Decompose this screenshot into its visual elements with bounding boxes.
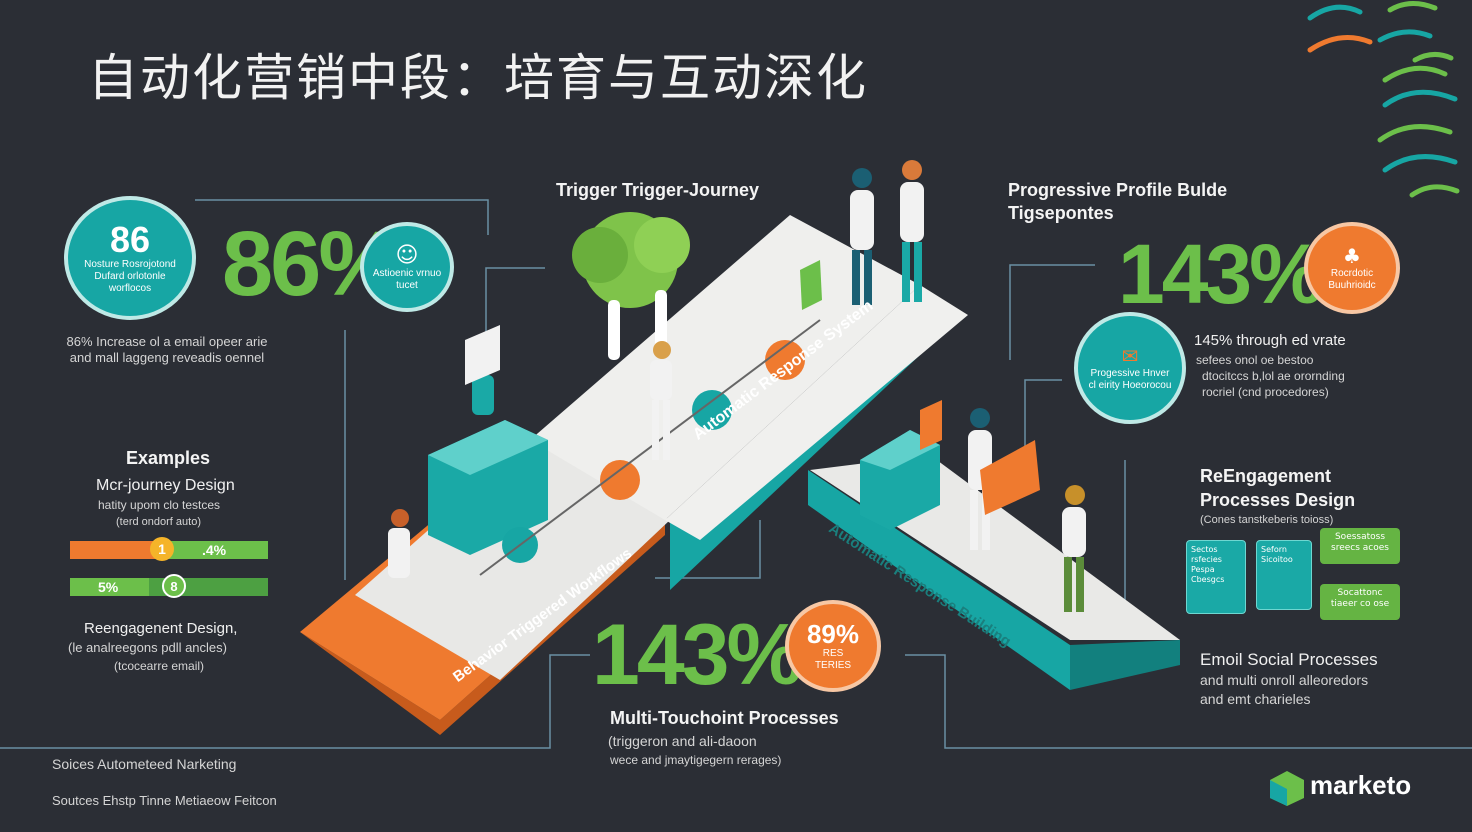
profile-sub: Tigsepontes xyxy=(1008,203,1114,223)
journey-title: Mcr-journey Design xyxy=(96,477,235,494)
touchpoint-sub2: wece and jmaytigegern rerages) xyxy=(610,753,782,767)
bar1-marker: 1 xyxy=(150,537,174,561)
left-reengage-sub2: (tcocearre email) xyxy=(114,659,205,673)
orange-circle-right-text: Rocrdotic Buuhrioidc xyxy=(1328,268,1376,291)
progress-bar-1: 1 .4% xyxy=(70,537,268,561)
email-sub2: and emt charieles xyxy=(1200,691,1311,707)
left-description: 86% Increase ol a email opeer arie and m… xyxy=(66,334,268,365)
orange-stat-circle-center: 89% RES TERIES xyxy=(785,600,881,692)
through-sub3: rocriel (cnd procedores) xyxy=(1202,385,1329,399)
orange-circle-value: 89% xyxy=(806,619,860,649)
teal-circle-right-text: Progessive Hnver cl eirity Hoeorocou xyxy=(1088,368,1172,391)
circle-text: Nosture Rosrojotond Dufard orlotonle wor… xyxy=(84,259,176,294)
chat-bubble-2: Socattonc tiaeer co ose xyxy=(1320,584,1400,620)
left-reengage-sub: (le analreegons pdll ancles) xyxy=(68,640,227,655)
big-stat-143-right: 143% xyxy=(1118,227,1324,321)
examples-label: Examples xyxy=(126,448,211,468)
orange-circle-sub: RES TERIES xyxy=(814,648,852,671)
progress-bar-2: 5% 8 xyxy=(70,574,268,598)
tree-icon: ♣ xyxy=(1343,244,1361,268)
bar2-value: 5% xyxy=(98,579,119,595)
profile-title: Progressive Profile Bulde xyxy=(1008,180,1228,200)
journey-sub2: (terd ondorf auto) xyxy=(116,516,201,528)
trigger-title: Trigger Trigger-Journey xyxy=(556,180,760,200)
automation-circle-text: Astioenic vrnuo tucet xyxy=(372,267,442,291)
email-title: Emoil Social Processes xyxy=(1200,650,1378,669)
phone-card-2: Seforn Sicoitoo xyxy=(1256,540,1312,610)
source-line-2: Soutces Ehstp Tinne Metiaeow Feitcon xyxy=(52,793,277,808)
orange-circle-right: ♣ Rocrdotic Buuhrioidc xyxy=(1304,222,1400,314)
through-sub: sefees onol oe bestoo xyxy=(1196,353,1314,367)
touchpoint-title: Multi-Touchoint Processes xyxy=(610,708,839,728)
right-reengage-title2: Processes Design xyxy=(1200,490,1356,510)
brand-logo-text: marketo xyxy=(1310,770,1412,800)
chat-bubble-1: Soessatoss sreecs acoes xyxy=(1320,528,1400,564)
automation-circle: ☺ Astioenic vrnuo tucet xyxy=(360,222,454,312)
stat-circle-86: 86 Nosture Rosrojotond Dufard orlotonle … xyxy=(64,196,196,320)
robot-icon: ☺ xyxy=(395,242,419,268)
page-title: 自动化营销中段：培育与互动深化 xyxy=(88,49,868,107)
left-reengage-title: Reengagenent Design, xyxy=(84,620,238,637)
bar1-value: .4% xyxy=(202,542,227,558)
circle-number: 86 xyxy=(109,219,151,260)
right-reengage-sub: (Cones tanstkeberis toioss) xyxy=(1200,514,1334,526)
email-sub: and multi onroll alleoredors xyxy=(1200,672,1369,688)
through-sub2: dtocitccs b,lol ae orornding xyxy=(1202,369,1345,383)
source-line-1: Soices Autometeed Narketing xyxy=(52,756,237,772)
big-stat-143-center: 143% xyxy=(592,607,803,703)
right-reengage-title: ReEngagement xyxy=(1200,466,1332,486)
envelope-icon: ✉ xyxy=(1121,344,1139,368)
teal-circle-right: ✉ Progessive Hnver cl eirity Hoeorocou xyxy=(1074,312,1186,424)
phone-card-1: Sectos rsfecies Pespa Cbesgcs xyxy=(1186,540,1246,614)
touchpoint-sub: (triggeron and ali-daoon xyxy=(608,733,757,749)
journey-sub: hatity upom clo testces xyxy=(98,498,221,512)
bar2-marker: 8 xyxy=(162,574,186,598)
through-text: 145% through ed vrate xyxy=(1194,332,1346,349)
